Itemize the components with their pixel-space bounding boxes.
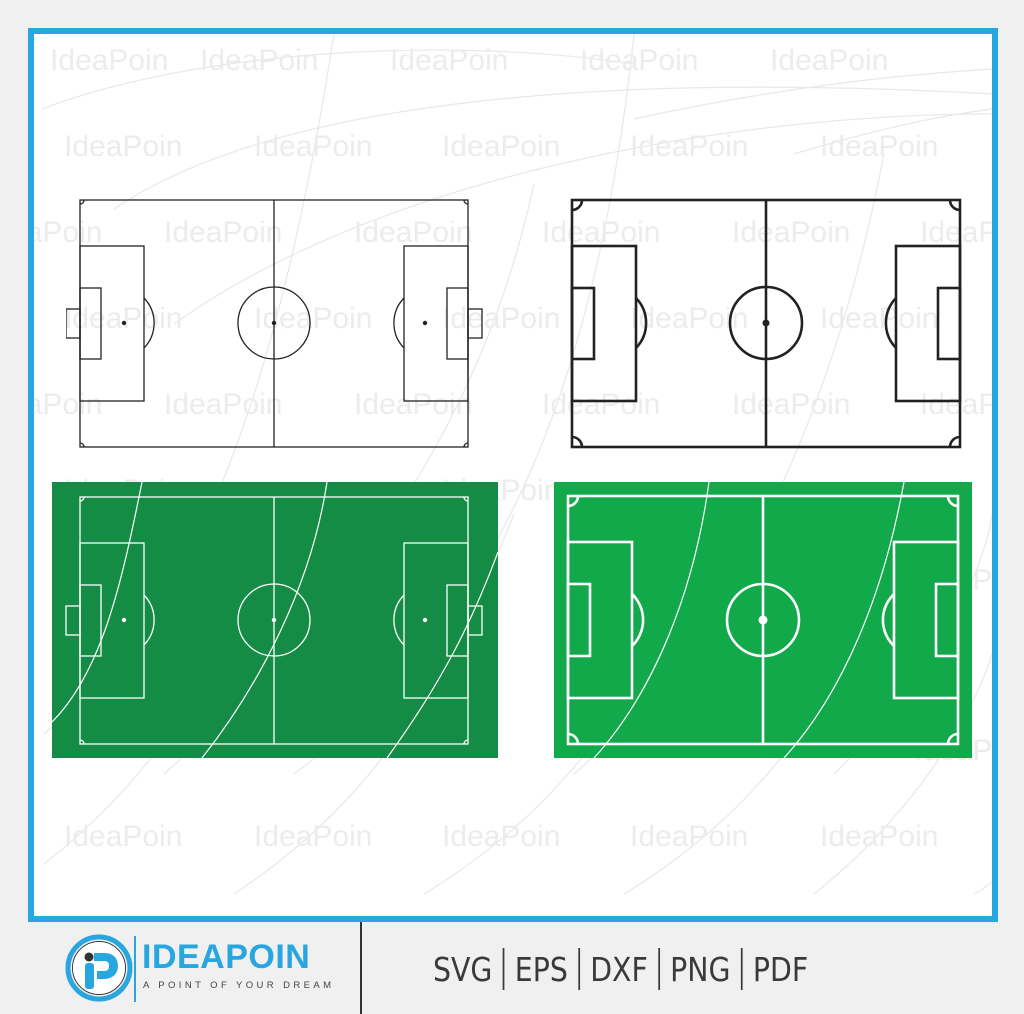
soccer-field-bold-outline	[570, 198, 962, 449]
format-separator	[740, 948, 743, 990]
brand-tagline: A POINT OF YOUR DREAM	[143, 980, 335, 991]
format-pdf: PDF	[752, 949, 809, 989]
soccer-field-thin-outline	[66, 199, 483, 448]
format-eps: EPS	[514, 949, 568, 989]
brand-name: IDEAPOIN	[142, 938, 311, 976]
format-svg: SVG	[433, 949, 493, 989]
ip-circle-logo-icon	[65, 934, 133, 1002]
format-dxf: DXF	[590, 949, 648, 989]
soccer-field-dark-green	[52, 482, 498, 758]
file-formats: SVG EPS DXF PNG PDF	[433, 948, 808, 990]
preview-frame: IdeaPoin IdeaPoin IdeaPoin IdeaPoin Idea…	[28, 28, 998, 922]
format-separator	[502, 948, 505, 990]
soccer-field-light-green	[554, 482, 972, 758]
watermark-arcs	[41, 34, 992, 895]
logo-divider	[134, 936, 136, 1002]
footer-divider	[360, 922, 362, 1014]
format-png: PNG	[670, 949, 731, 989]
format-separator	[658, 948, 660, 990]
format-separator	[578, 948, 580, 990]
